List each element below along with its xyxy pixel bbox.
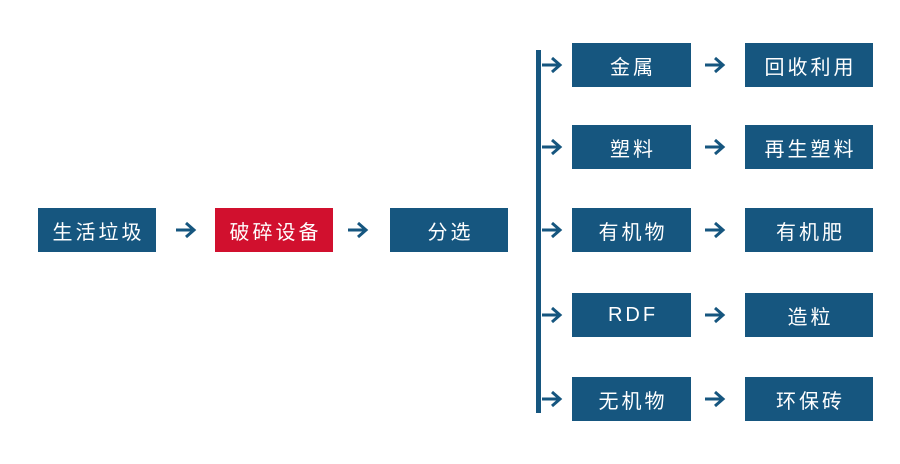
- node-sorting: 分选: [390, 208, 508, 252]
- arrow-right-icon: [704, 389, 730, 409]
- node-recycling: 回收利用: [745, 43, 873, 87]
- arrow-right-icon: [541, 305, 567, 325]
- node-plastic: 塑料: [572, 125, 691, 169]
- arrow-right-icon: [541, 389, 567, 409]
- arrow-right-icon: [704, 220, 730, 240]
- arrow-right-icon: [347, 220, 373, 240]
- arrow-right-icon: [541, 137, 567, 157]
- node-eco-brick: 环保砖: [745, 377, 873, 421]
- node-inorganic-matter: 无机物: [572, 377, 691, 421]
- node-granulation: 造粒: [745, 293, 873, 337]
- arrow-right-icon: [175, 220, 201, 240]
- node-organic-matter: 有机物: [572, 208, 691, 252]
- node-metal: 金属: [572, 43, 691, 87]
- arrow-right-icon: [704, 305, 730, 325]
- node-recycled-plastic: 再生塑料: [745, 125, 873, 169]
- node-organic-fertilizer: 有机肥: [745, 208, 873, 252]
- node-rdf: RDF: [572, 293, 691, 337]
- arrow-right-icon: [541, 220, 567, 240]
- node-household-waste: 生活垃圾: [38, 208, 156, 252]
- arrow-right-icon: [541, 55, 567, 75]
- arrow-right-icon: [704, 137, 730, 157]
- node-crushing-equipment: 破碎设备: [215, 208, 333, 252]
- branch-connector-line: [536, 50, 541, 413]
- arrow-right-icon: [704, 55, 730, 75]
